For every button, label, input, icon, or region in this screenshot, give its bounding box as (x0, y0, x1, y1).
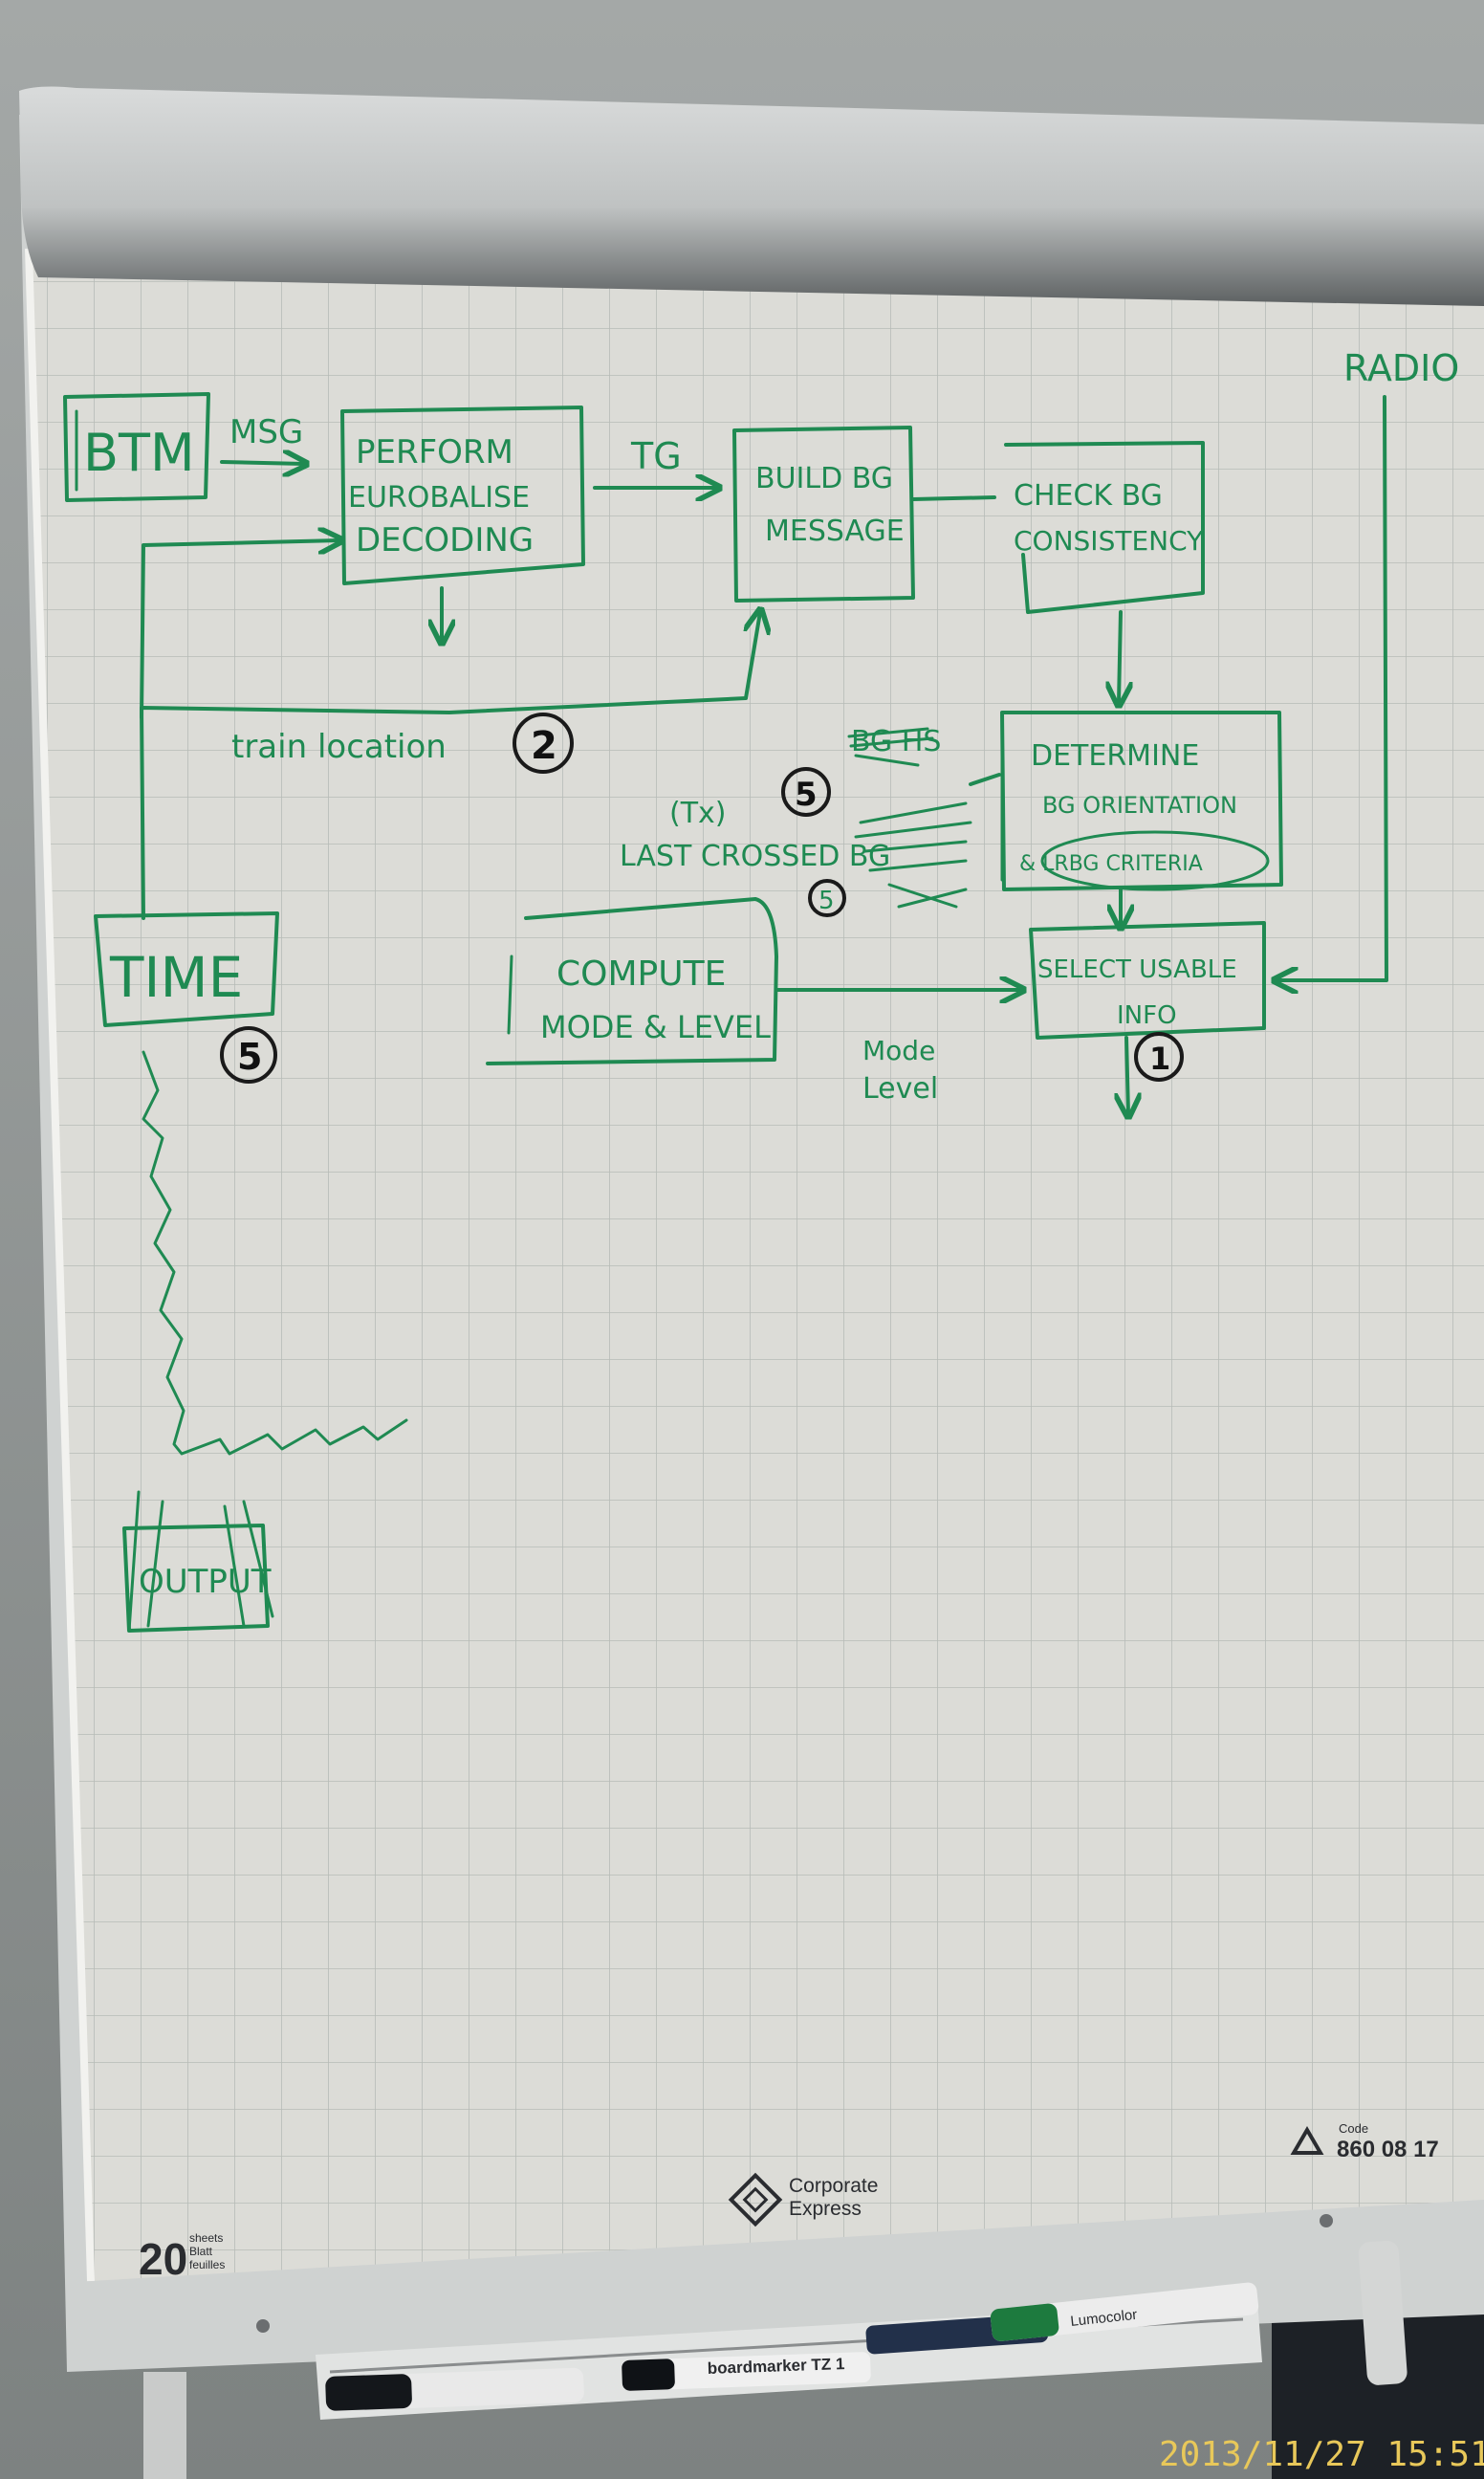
brand-name-line2: Express (789, 2198, 862, 2220)
node-check: CHECK BG CONSISTENCY (1004, 441, 1205, 614)
node-perform-line3: DECODING (356, 521, 534, 559)
screw-right (1320, 2214, 1333, 2227)
svg-text:5: 5 (795, 776, 818, 814)
node-determine-line2: BG ORIENTATION (1042, 792, 1237, 819)
brand-logo-icon (728, 2172, 783, 2227)
photo-timestamp: 2013/11/27 15:51 (1159, 2435, 1484, 2474)
node-build-line1: BUILD BG (755, 462, 893, 495)
label-tg: TG (630, 435, 682, 477)
node-build-line2: MESSAGE (765, 515, 905, 548)
node-check-line2: CONSISTENCY (1014, 525, 1204, 557)
arrow-radio-select (1277, 395, 1388, 980)
svg-text:2: 2 (531, 724, 557, 768)
link-build-check (911, 495, 996, 501)
badge-1: 1 (1134, 1032, 1184, 1082)
paper-edge-left (25, 248, 95, 2282)
product-code: Code 860 08 17 (1290, 2121, 1439, 2162)
node-output: OUTPUT (122, 1490, 274, 1633)
label-last-crossed: LAST CROSSED BG (620, 840, 890, 873)
label-tx: (Tx) (669, 797, 727, 830)
node-output-label: OUTPUT (139, 1563, 272, 1601)
svg-text:5: 5 (818, 887, 835, 915)
label-radio: RADIO (1343, 347, 1459, 389)
svg-text:5: 5 (237, 1036, 262, 1078)
arrow-btm-perform (220, 462, 304, 464)
node-compute-line2: MODE & LEVEL (540, 1009, 771, 1045)
sheets-word-3: feuilles (189, 2258, 225, 2271)
sheets-word-1: sheets (189, 2231, 223, 2245)
node-btm-label: BTM (83, 423, 195, 483)
node-perform-line2: EUROBALISE (348, 481, 530, 515)
arrow-time-perform (140, 540, 339, 719)
node-determine-line3: & LRBG CRITERIA (1019, 852, 1203, 876)
marker-tray: boardmarker TZ 1 Lumocolor (316, 2282, 1262, 2420)
label-msg: MSG (229, 413, 303, 451)
arrow-location-build (140, 612, 760, 920)
node-determine: DETERMINE BG ORIENTATION & LRBG CRITERIA (1000, 711, 1283, 891)
label-mode: Mode (862, 1035, 935, 1066)
clamp-bar (19, 86, 1484, 306)
node-time-label: TIME (109, 945, 243, 1010)
paper-footer-left: 20 sheets Blatt feuilles (139, 2231, 225, 2284)
node-select-line2: INFO (1117, 1001, 1177, 1030)
paper-grid (29, 249, 1484, 2281)
screw-left (256, 2319, 270, 2333)
node-time: TIME (94, 911, 279, 1027)
node-perform: PERFORM EUROBALISE DECODING (340, 406, 585, 585)
easel-leg-left (143, 2372, 186, 2479)
node-compute-line1: COMPUTE (556, 954, 726, 994)
sheets-word-2: Blatt (189, 2245, 213, 2258)
marker-green: Lumocolor (990, 2282, 1259, 2341)
flow-diagram: BTM MSG PERFORM EUROBALISE DECODING TG B… (63, 347, 1459, 1633)
arrow-check-determine (1119, 610, 1121, 703)
svg-text:1: 1 (1149, 1041, 1170, 1077)
easel-leg-right (1358, 2240, 1408, 2385)
code-label: Code (1339, 2121, 1368, 2136)
arrow-select-output (1126, 1036, 1128, 1114)
brand-name-line1: Corporate (789, 2175, 878, 2197)
node-select-line1: SELECT USABLE (1037, 955, 1237, 984)
badge-5-lastcrossed: 5 (808, 879, 846, 917)
node-check-line1: CHECK BG (1014, 479, 1163, 513)
label-level: Level (862, 1072, 938, 1106)
zigzag-line (142, 1050, 408, 1456)
node-determine-line1: DETERMINE (1031, 739, 1199, 773)
badge-2: 2 (513, 713, 574, 774)
crossed-out-scribble: BG HS (847, 725, 1001, 909)
node-perform-line1: PERFORM (356, 433, 513, 472)
node-compute: COMPUTE MODE & LEVEL (486, 897, 778, 1065)
node-btm: BTM (63, 392, 210, 502)
marker-black (325, 2367, 584, 2411)
recycle-icon (1290, 2126, 1324, 2155)
marker-boardmarker: boardmarker TZ 1 (622, 2352, 871, 2391)
node-select: SELECT USABLE INFO (1029, 921, 1266, 1040)
badge-5-time: 5 (220, 1026, 277, 1084)
sheets-count: 20 (139, 2234, 187, 2284)
node-build: BUILD BG MESSAGE (732, 426, 915, 603)
code-value: 860 08 17 (1337, 2137, 1439, 2162)
label-train-location: train location (231, 728, 447, 766)
brand-logo: Corporate Express (728, 2172, 878, 2227)
badge-5-center: 5 (781, 767, 831, 817)
